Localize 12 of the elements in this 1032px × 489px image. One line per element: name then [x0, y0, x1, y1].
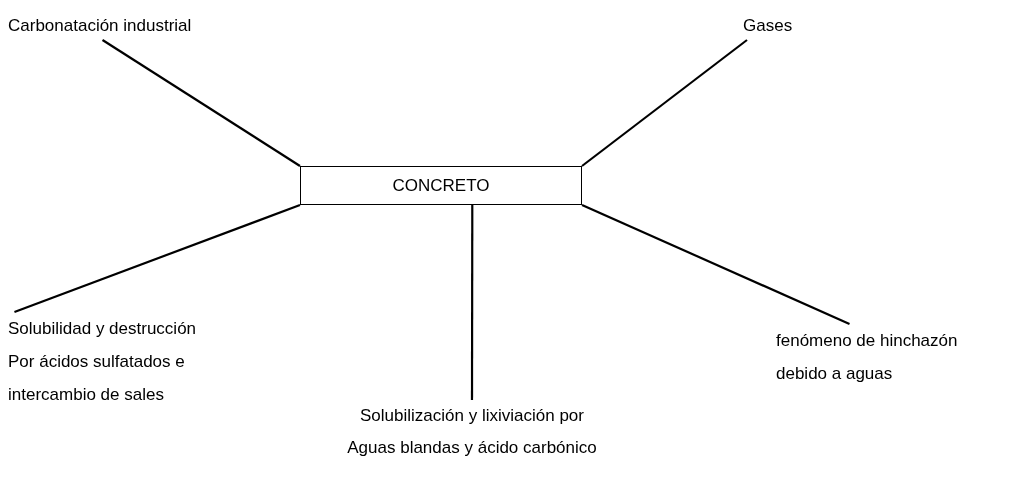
connector-line [14, 203, 301, 314]
cause-label: Gases [743, 15, 794, 37]
connector-line [581, 204, 850, 325]
connector-line [581, 39, 748, 167]
cause-label: fenómeno de hinchazón debido a aguas [776, 330, 959, 385]
cause-label: Carbonatación industrial [8, 15, 193, 37]
cause-label: Solubilidad y destrucción Por ácidos sulfatados e intercambio de sales [8, 318, 198, 406]
connector-line [470, 205, 474, 400]
connector-line [101, 39, 301, 167]
cause-label: Solubilización y lixiviación por Aguas blandas y ácido carbónico [346, 405, 598, 459]
box-label: CONCRETO [392, 175, 490, 196]
text-box [300, 166, 582, 205]
